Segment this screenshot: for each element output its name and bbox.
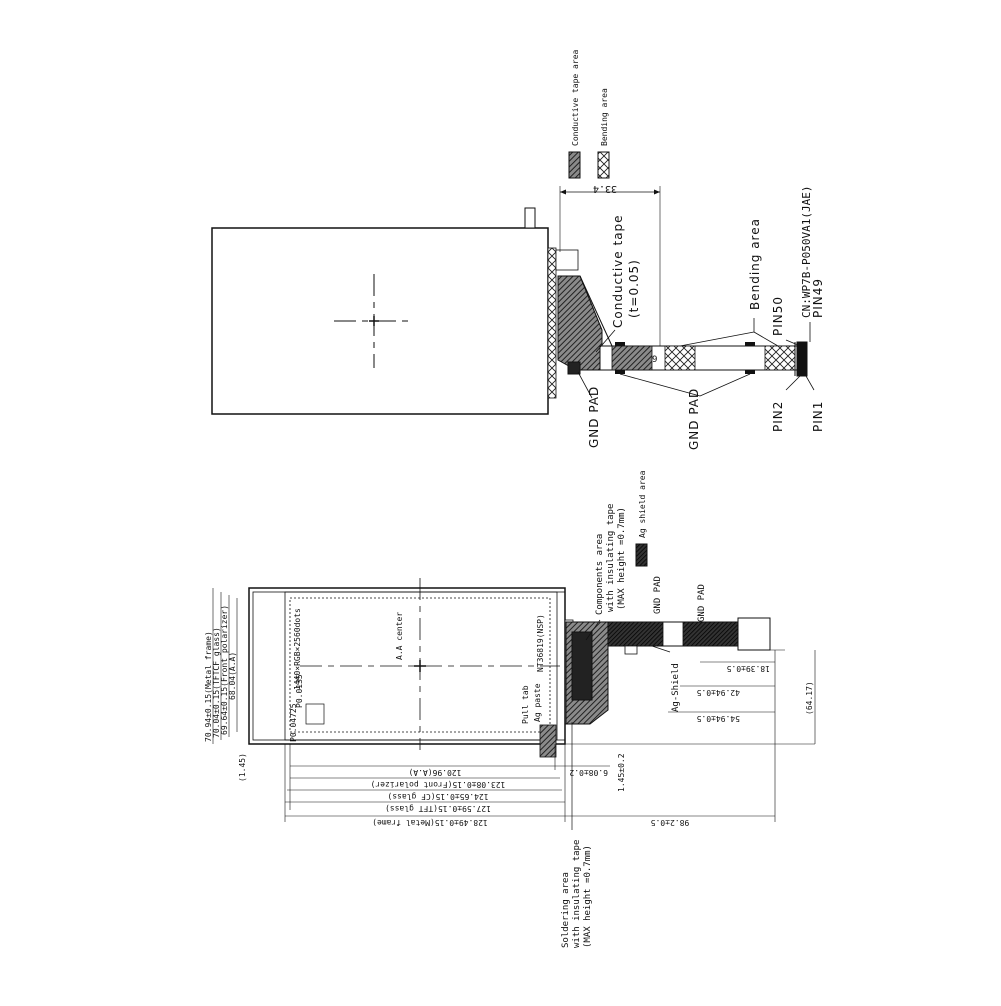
- dim-42: 42.94±0.5: [696, 688, 740, 697]
- dim-33-label: 33.4: [593, 183, 617, 194]
- dim-18: 18.39±0.5: [726, 664, 770, 673]
- dim-608: 6.08±0.2: [569, 768, 608, 777]
- front-view: Ag shield area 70.94±0.15(Metal frame) 7…: [204, 470, 816, 948]
- ag-shield-2: [682, 621, 739, 647]
- leader-ag-shield: [651, 645, 671, 653]
- connector-label: CN:WP7B-P050VA1(JAE): [800, 186, 813, 318]
- gnd-pad-front-2: GND PAD: [697, 584, 707, 622]
- leader-gnd-1: [577, 371, 593, 399]
- ag-paste-label: Ag paste: [533, 683, 542, 722]
- fpc-edge: [579, 275, 613, 347]
- ic-label: NT36819(NSP): [536, 614, 545, 672]
- side-tab: [524, 207, 536, 229]
- pixel-detail: [305, 703, 325, 725]
- p0-0135-label: P0.0135: [295, 674, 304, 708]
- leader-pin50: [785, 339, 799, 346]
- pull-tab-label: Pull tab: [521, 685, 530, 724]
- soldering-label: Soldering area: [561, 872, 571, 948]
- ag-shield-label: Ag-Shield: [671, 663, 681, 712]
- ag-shield-1: [607, 621, 664, 647]
- leader-bending-c: [753, 331, 779, 347]
- bottom-length-dims: 120.96(A.A) 123.08±0.15(Front polarizer)…: [284, 650, 776, 827]
- legend-conductive-swatch: [568, 151, 581, 179]
- conductive-tape-t-label: (t=0.05): [627, 259, 641, 318]
- dim-metal-l: 128.49±0.15(Metal frame): [372, 818, 488, 827]
- legend-conductive-label: Conductive tape area: [571, 49, 580, 146]
- components-label: Components area: [595, 534, 605, 615]
- dim-145b: 1.45±0.2: [617, 753, 626, 792]
- components-maxh-label: (MAX height =0.7mm): [617, 507, 627, 610]
- connector-side: [796, 341, 808, 377]
- pin49-label: PIN49: [811, 278, 825, 318]
- bending-area-2: [764, 345, 796, 371]
- connector-front: [737, 617, 771, 651]
- conductive-tape-bent: [557, 275, 603, 371]
- gnd-pad-mark-3: [745, 342, 755, 346]
- gnd-pad-side-1: GND PAD: [587, 386, 601, 448]
- dim-98: 98.2±0.5: [651, 818, 690, 827]
- p0-04725-label: P0.04725: [289, 703, 298, 742]
- soldering-insul-label: with insulating tape: [572, 840, 582, 948]
- side-chip: [567, 361, 581, 375]
- legend-ag-shield-label: Ag shield area: [638, 470, 647, 538]
- dim-aa-w: 68.04(A.A): [228, 652, 237, 700]
- leader-components: [585, 619, 601, 641]
- gnd-pad-mark-4: [745, 370, 755, 374]
- aa-center-label: A.A center: [395, 612, 404, 660]
- pixel-count-label: 1440×RGB×2560dots: [293, 608, 302, 690]
- components-area: [571, 631, 593, 701]
- leader-gnd-2: [619, 373, 701, 397]
- left-width-dims: 70.94±0.15(Metal frame) 70.04±0.15(TFTCF…: [204, 588, 247, 782]
- dim-aa-l: 120.96(A.A): [409, 768, 462, 777]
- bending-area-label: Bending area: [748, 218, 762, 310]
- dim-polarizer-w: 69.64±0.15(Front polarizer): [220, 605, 229, 735]
- mark-9: 9: [652, 355, 657, 365]
- legend-bending-label: Bending area: [600, 88, 609, 146]
- legend-ag-shield-swatch: [635, 543, 648, 567]
- pin1-label: PIN1: [811, 401, 825, 432]
- dim-54: 54.94±0.5: [696, 714, 740, 723]
- leader-gnd-3: [699, 373, 751, 397]
- components-insul-label: with insulating tape: [606, 504, 616, 612]
- side-bracket: [555, 249, 579, 271]
- gnd-pad-front-1: GND PAD: [653, 576, 663, 614]
- dim-64: (64.17): [805, 681, 814, 715]
- gnd-pad-mark-1: [615, 342, 625, 346]
- leader-bending-b: [679, 331, 755, 347]
- side-layer-strip: [547, 247, 557, 399]
- dim-tftcf-w: 70.04±0.15(TFTCF glass): [212, 627, 221, 738]
- gnd-pad-side-2: GND PAD: [687, 388, 701, 450]
- legend-bending-swatch: [597, 151, 610, 179]
- pin2-label: PIN2: [771, 401, 785, 432]
- dim-tft-l: 127.59±0.15(TFT glass): [385, 804, 491, 813]
- dim-polarizer-l: 123.08±0.15(Front polarizer): [371, 780, 506, 789]
- dim-1-45: (1.45): [238, 753, 247, 782]
- conductive-tape-side: [611, 345, 653, 371]
- conductive-tape-label: Conductive tape: [611, 214, 625, 328]
- leader-conductive: [595, 329, 616, 353]
- gnd-pad-mark-2: [615, 370, 625, 374]
- right-height-dims: 18.39±0.5 42.94±0.5 54.94±0.5 (64.17): [565, 649, 816, 745]
- side-view: 9 33.4 Conductive tape area Bending area…: [211, 49, 825, 450]
- bending-area-1: [664, 345, 696, 371]
- leader-pin1: [805, 375, 815, 391]
- dim-cf-l: 124.65±0.15(CF glass): [387, 792, 488, 801]
- fpc-notch: [624, 645, 638, 655]
- dim-metal-frame-w: 70.94±0.15(Metal frame): [204, 631, 213, 742]
- ag-paste-area: [539, 724, 557, 758]
- soldering-maxh-label: (MAX height =0.7mm): [583, 845, 593, 948]
- pin50-label: PIN50: [771, 296, 785, 336]
- leader-pin2: [785, 375, 801, 391]
